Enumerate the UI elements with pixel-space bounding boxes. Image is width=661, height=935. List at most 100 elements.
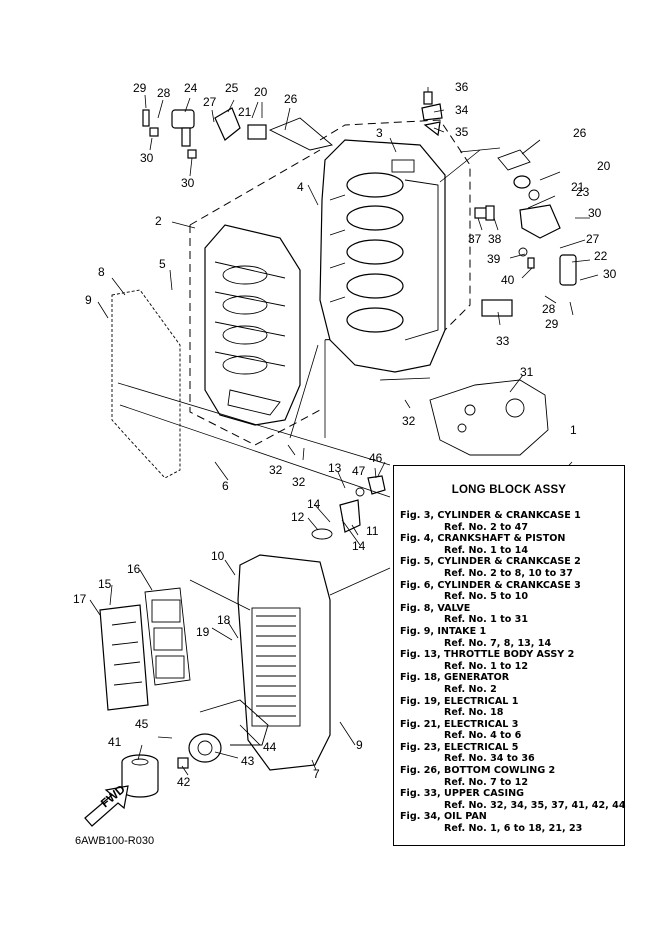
assy-ref: Ref. No. 7 to 12 xyxy=(444,776,529,788)
callout-30: 30 xyxy=(181,176,195,190)
callout-6: 6 xyxy=(222,479,229,493)
callout-20: 20 xyxy=(597,159,611,173)
callout-44: 44 xyxy=(263,740,277,754)
assy-fig: Fig. 19, ELECTRICAL 1 xyxy=(400,695,519,707)
callout-9: 9 xyxy=(85,293,92,307)
callout-26: 26 xyxy=(573,126,587,140)
callout-30: 30 xyxy=(603,267,617,281)
callout-1: 1 xyxy=(570,423,577,437)
callout-43: 43 xyxy=(241,754,255,768)
callout-21: 21 xyxy=(571,180,585,194)
callout-30: 30 xyxy=(588,206,602,220)
assy-ref: Ref. No. 32, 34, 35, 37, 41, 42, 44 xyxy=(444,799,626,811)
callout-9: 9 xyxy=(356,738,363,752)
callout-26: 26 xyxy=(284,92,298,106)
callout-4: 4 xyxy=(297,180,304,194)
callout-7: 7 xyxy=(313,767,320,781)
assy-ref: Ref. No. 2 to 47 xyxy=(444,521,529,533)
assy-fig: Fig. 13, THROTTLE BODY ASSY 2 xyxy=(400,649,575,661)
callout-22: 22 xyxy=(594,249,608,263)
assy-fig: Fig. 3, CYLINDER & CRANKCASE 1 xyxy=(400,510,581,521)
thermostat-cluster-left xyxy=(142,107,333,159)
assy-ref: Ref. No. 1 to 12 xyxy=(444,660,529,672)
assy-ref: Ref. No. 1 to 31 xyxy=(444,614,529,626)
callout-25: 25 xyxy=(225,81,239,95)
assy-ref: Ref. No. 5 to 10 xyxy=(444,591,529,603)
callout-41: 41 xyxy=(108,735,122,749)
callout-32: 32 xyxy=(402,414,416,428)
callout-27: 27 xyxy=(586,232,600,246)
callout-17: 17 xyxy=(73,592,87,606)
callout-32: 32 xyxy=(269,463,283,477)
callout-15: 15 xyxy=(98,577,112,591)
assy-fig: Fig. 21, ELECTRICAL 3 xyxy=(400,718,519,730)
callout-33: 33 xyxy=(496,334,510,348)
callout-19: 19 xyxy=(196,625,210,639)
callout-47: 47 xyxy=(352,464,366,478)
cylinder-block xyxy=(319,139,446,373)
callout-14: 14 xyxy=(352,539,366,553)
plate-gasket-16 xyxy=(144,587,191,686)
callout-11: 11 xyxy=(366,524,379,538)
assy-ref: Ref. No. 2 to 8, 10 to 37 xyxy=(444,567,573,579)
fitting-42 xyxy=(177,757,189,769)
callout-39: 39 xyxy=(487,252,501,266)
callout-28: 28 xyxy=(157,86,171,100)
callout-numbers: 29 28 24 25 27 20 21 26 30 30 36 34 35 3… xyxy=(73,80,617,789)
callout-32: 32 xyxy=(292,475,306,489)
assy-ref: Ref. No. 2 xyxy=(444,683,497,695)
assy-fig: Fig. 18, GENERATOR xyxy=(400,672,510,684)
callout-18: 18 xyxy=(217,613,231,627)
plate-15 xyxy=(99,604,149,711)
callout-28: 28 xyxy=(542,302,556,316)
sensor-46 xyxy=(367,475,386,495)
assy-fig: Fig. 26, BOTTOM COWLING 2 xyxy=(400,765,556,777)
diagram-code: 6AWB100-R030 xyxy=(75,835,155,847)
callout-42: 42 xyxy=(177,775,191,789)
callout-2: 2 xyxy=(155,214,162,228)
assy-fig: Fig. 34, OIL PAN xyxy=(400,811,487,823)
cylinder-head xyxy=(204,224,301,426)
callout-8: 8 xyxy=(98,265,105,279)
assy-fig: Fig. 23, ELECTRICAL 5 xyxy=(400,741,519,753)
assy-ref: Ref. No. 34 to 36 xyxy=(444,753,535,765)
assy-fig: Fig. 4, CRANKSHAFT & PISTON xyxy=(400,533,566,545)
grouping-outline-block xyxy=(319,119,471,341)
callout-21: 21 xyxy=(238,105,252,119)
callout-37: 37 xyxy=(468,232,482,246)
thermostat-cluster-right xyxy=(421,91,577,317)
callout-27: 27 xyxy=(203,95,217,109)
assy-ref: Ref. No. 1, 6 to 18, 21, 23 xyxy=(444,823,583,835)
assy-ref: Ref. No. 7, 8, 13, 14 xyxy=(444,637,552,649)
assy-fig: Fig. 6, CYLINDER & CRANKCASE 3 xyxy=(400,579,581,591)
long-block-assy-box: LONG BLOCK ASSY Fig. 3, CYLINDER & CRANK… xyxy=(393,465,626,846)
gasket-12 xyxy=(311,528,333,540)
oil-filter xyxy=(121,754,159,798)
assy-fig: Fig. 5, CYLINDER & CRANKCASE 2 xyxy=(400,556,581,568)
callout-38: 38 xyxy=(488,232,502,246)
callout-31: 31 xyxy=(520,365,534,379)
assy-ref: Ref. No. 4 to 6 xyxy=(444,730,522,742)
oil-pump xyxy=(188,699,269,763)
bracket-11 xyxy=(339,499,361,533)
upper-gasket xyxy=(429,379,549,456)
callout-14: 14 xyxy=(307,497,321,511)
assy-fig: Fig. 33, UPPER CASING xyxy=(400,788,525,800)
callout-30: 30 xyxy=(140,151,154,165)
reference-lines xyxy=(117,147,501,611)
callout-10: 10 xyxy=(211,549,225,563)
callout-34: 34 xyxy=(455,103,469,117)
callout-45: 45 xyxy=(135,717,149,731)
callout-29: 29 xyxy=(545,317,559,331)
callout-13: 13 xyxy=(328,461,342,475)
callout-5: 5 xyxy=(159,257,166,271)
